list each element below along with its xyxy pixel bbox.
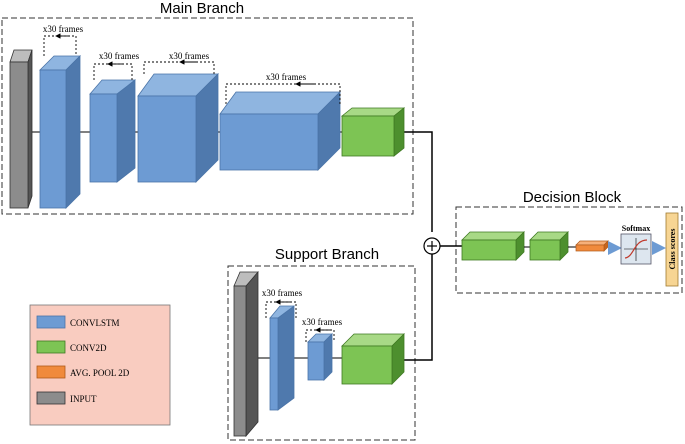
legend-label-input: INPUT	[70, 394, 97, 404]
legend-label-avg-pool: AVG. POOL 2D	[70, 368, 130, 378]
support-loop-2	[305, 327, 335, 342]
class-scores-box	[665, 212, 679, 287]
support-conv2d	[341, 333, 405, 385]
main-input-block	[9, 49, 33, 209]
support-convlstm-1	[269, 305, 295, 411]
main-loop-3	[143, 59, 215, 74]
decision-block-title: Decision Block	[523, 189, 622, 206]
softmax-label: Softmax	[622, 224, 650, 233]
main-loop-4-label: x30 frames	[266, 72, 307, 82]
decision-conv2d-1	[461, 231, 525, 261]
main-branch-frame	[1, 17, 414, 215]
softmax-box	[620, 233, 652, 265]
support-loop-1-label: x30 frames	[262, 288, 303, 298]
merge-node	[423, 237, 441, 255]
legend-swatch-input	[36, 391, 66, 405]
support-branch-frame	[227, 265, 416, 441]
support-loop-1	[265, 299, 297, 318]
main-convlstm-1	[39, 55, 81, 209]
decision-block-frame	[455, 206, 683, 294]
legend-swatch-conv2d	[36, 340, 66, 354]
main-loop-2-label: x30 frames	[99, 51, 140, 61]
main-convlstm-4	[219, 91, 341, 171]
legend-label-conv2d: CONV2D	[70, 343, 107, 353]
main-conv2d	[340, 107, 406, 157]
main-branch-title: Main Branch	[160, 0, 244, 17]
support-input-block	[233, 270, 259, 438]
support-branch-title: Support Branch	[275, 246, 379, 263]
legend-swatch-avg-pool	[36, 365, 66, 379]
main-loop-2	[93, 61, 133, 80]
main-loop-1	[43, 33, 77, 56]
decision-conv2d-2	[529, 231, 569, 261]
main-convlstm-2	[89, 79, 136, 183]
legend: CONVLSTM CONV2D AVG. POOL 2D INPUT	[29, 304, 171, 426]
main-convlstm-3	[137, 73, 219, 183]
legend-label-convlstm: CONVLSTM	[70, 318, 120, 328]
decision-avg-pool	[575, 240, 609, 252]
main-loop-1-label: x30 frames	[43, 24, 84, 34]
support-loop-2-label: x30 frames	[302, 317, 343, 327]
support-convlstm-2	[307, 333, 333, 381]
main-loop-4	[225, 81, 341, 104]
legend-swatch-convlstm	[36, 315, 66, 329]
main-loop-3-label: x30 frames	[169, 51, 210, 61]
class-scores-label: Class scores	[668, 229, 677, 270]
